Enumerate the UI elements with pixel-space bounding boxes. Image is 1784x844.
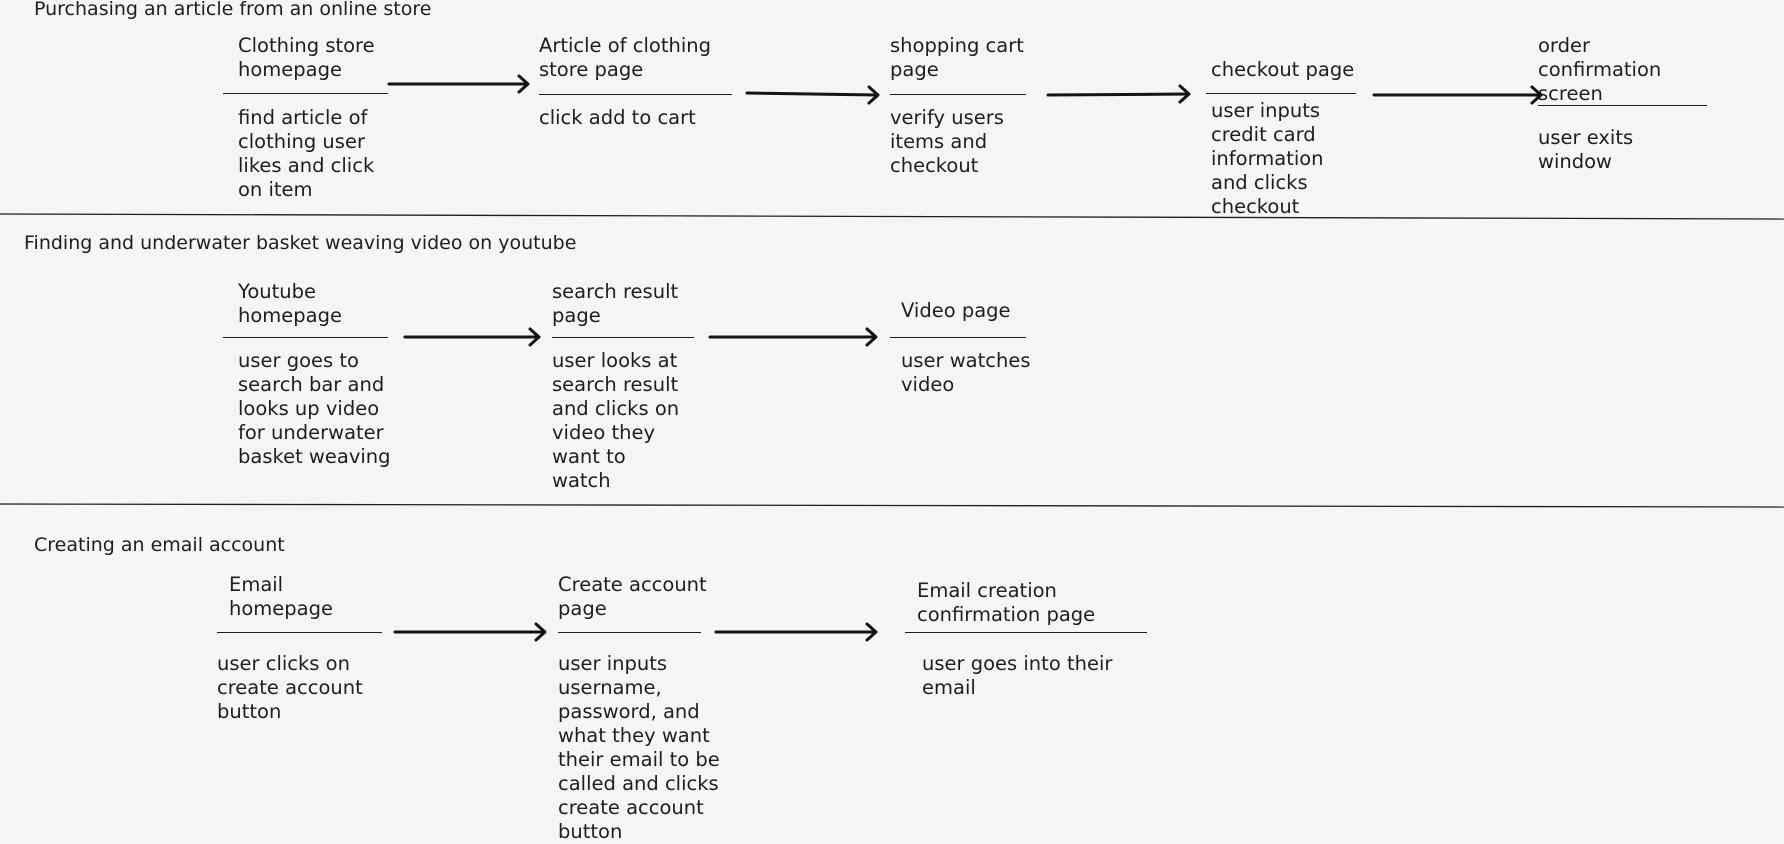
step-action-label: user goes to search bar and looks up vid… bbox=[238, 349, 391, 468]
step-screen-label: Create account page bbox=[558, 573, 707, 620]
step-action-label: user exits window bbox=[1538, 126, 1634, 173]
step-action-label: find article of clothing user likes and … bbox=[238, 106, 375, 201]
step-divider bbox=[223, 93, 388, 94]
step-screen-label: checkout page bbox=[1211, 58, 1355, 81]
step-divider bbox=[1538, 105, 1707, 106]
flow-arrow bbox=[745, 85, 880, 105]
step-divider bbox=[552, 337, 694, 338]
step-action-label: user looks at search result and clicks o… bbox=[552, 349, 680, 492]
step-screen-label: search result page bbox=[552, 280, 679, 327]
step-action-label: user clicks on create account button bbox=[217, 652, 363, 723]
step-divider bbox=[217, 632, 382, 633]
step-screen-label: Email homepage bbox=[229, 573, 333, 620]
step-action-label: user inputs credit card information and … bbox=[1211, 99, 1324, 218]
step-action-label: verify users items and checkout bbox=[890, 106, 1004, 177]
flow-arrow bbox=[1046, 84, 1191, 104]
step-divider bbox=[890, 94, 1026, 95]
step-action-label: user inputs username, password, and what… bbox=[558, 652, 720, 843]
section-divider bbox=[0, 503, 1784, 508]
step-divider bbox=[558, 632, 701, 633]
step-divider bbox=[890, 337, 1026, 338]
step-screen-label: Youtube homepage bbox=[238, 280, 342, 327]
step-screen-label: Article of clothing store page bbox=[539, 34, 711, 81]
flow-arrow bbox=[714, 622, 878, 642]
step-divider bbox=[1206, 93, 1356, 94]
step-action-label: user goes into their email bbox=[922, 652, 1113, 699]
flow-title-purchasing: Purchasing an article from an online sto… bbox=[34, 0, 432, 20]
flow-arrow bbox=[1372, 85, 1543, 105]
flow-title-email: Creating an email account bbox=[34, 534, 285, 556]
step-screen-label: Email creation confirmation page bbox=[917, 579, 1096, 626]
flow-arrow bbox=[403, 327, 541, 347]
flow-arrow bbox=[708, 327, 878, 347]
step-divider bbox=[223, 337, 388, 338]
step-divider bbox=[905, 632, 1147, 633]
step-screen-label: shopping cart page bbox=[890, 34, 1024, 81]
step-action-label: user watches video bbox=[901, 349, 1031, 396]
step-screen-label: Video page bbox=[901, 299, 1011, 322]
step-action-label: click add to cart bbox=[539, 106, 696, 129]
step-screen-label: Clothing store homepage bbox=[238, 34, 375, 81]
step-screen-label: order confirmation screen bbox=[1538, 34, 1662, 105]
flow-arrow bbox=[387, 74, 530, 94]
flow-title-youtube: Finding and underwater basket weaving vi… bbox=[24, 232, 577, 254]
step-divider bbox=[539, 94, 732, 95]
flow-arrow bbox=[393, 622, 547, 642]
section-divider bbox=[0, 213, 1784, 220]
